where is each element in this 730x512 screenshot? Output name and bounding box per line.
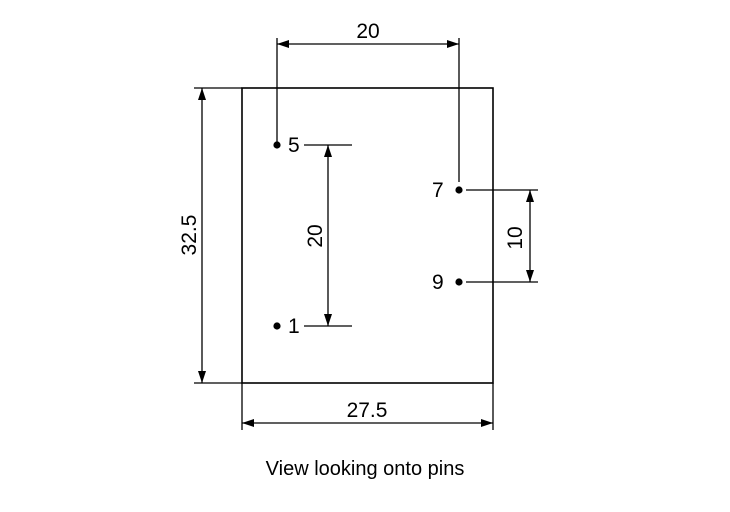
dimension-label: 27.5 xyxy=(347,399,388,422)
pin-dot xyxy=(273,141,281,149)
pin-label: 5 xyxy=(288,134,300,157)
pin-label: 9 xyxy=(432,271,444,294)
pin-dot xyxy=(455,186,463,194)
pin-7-9-spacing-dimension: 10 xyxy=(466,189,538,283)
dimension-label: 10 xyxy=(504,226,527,249)
pin-dot xyxy=(273,322,281,330)
pin-7: 7 xyxy=(432,179,463,202)
pin-dot xyxy=(455,278,463,286)
dimension-label: 32.5 xyxy=(178,215,201,256)
component-outline xyxy=(241,87,494,384)
pin-5: 5 xyxy=(273,134,300,157)
pin-1: 1 xyxy=(273,315,300,338)
pin-9: 9 xyxy=(432,271,463,294)
top-width-dimension: 20 xyxy=(276,20,460,182)
dimension-label: 20 xyxy=(356,20,379,43)
overall-width-dimension: 27.5 xyxy=(241,383,494,430)
pin-1-5-spacing-dimension: 20 xyxy=(304,144,352,327)
pin-label: 1 xyxy=(288,315,300,338)
dimension-label: 20 xyxy=(304,224,327,247)
overall-height-dimension: 32.5 xyxy=(178,87,242,384)
drawing-caption: View looking onto pins xyxy=(265,458,465,480)
pin-label: 7 xyxy=(432,179,444,202)
